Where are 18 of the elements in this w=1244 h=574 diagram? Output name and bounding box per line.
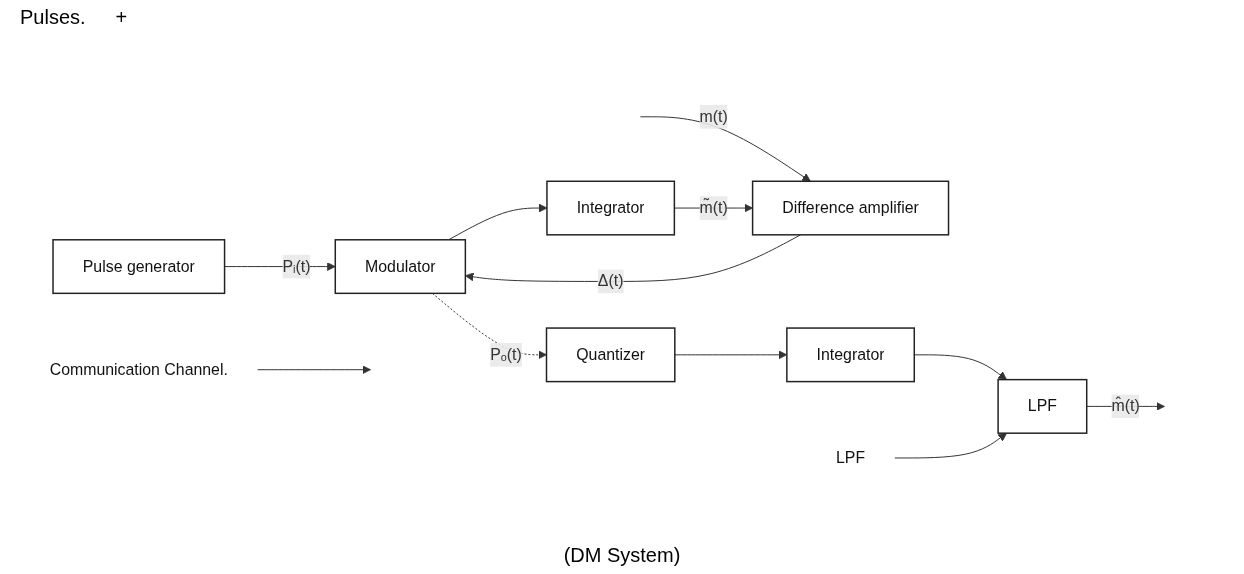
node-text: Communication Channel. (49, 360, 228, 378)
node-box: Modulator (334, 238, 467, 294)
note-text: Pulses. (20, 6, 86, 30)
node-box: Pulse generator (52, 238, 226, 294)
edge-label: Pᵢ(t) (282, 257, 311, 275)
node-text: LPF (836, 448, 866, 466)
node-box: LPF (997, 378, 1088, 434)
node-box: Quantizer (545, 326, 676, 382)
note-text: + (115, 6, 128, 30)
caption: (DM System) (563, 544, 681, 566)
node-box: Integrator (786, 326, 916, 382)
node-box: Difference amplifier (751, 180, 950, 236)
edge-label: m(t) (699, 107, 728, 125)
node-box: Integrator (546, 180, 676, 236)
edge-label: m̂(t) (1111, 397, 1140, 414)
edge-label: Pₒ(t) (490, 345, 522, 363)
edge-label: Δ(t) (597, 272, 624, 290)
edge-label: m̃(t) (699, 198, 728, 216)
